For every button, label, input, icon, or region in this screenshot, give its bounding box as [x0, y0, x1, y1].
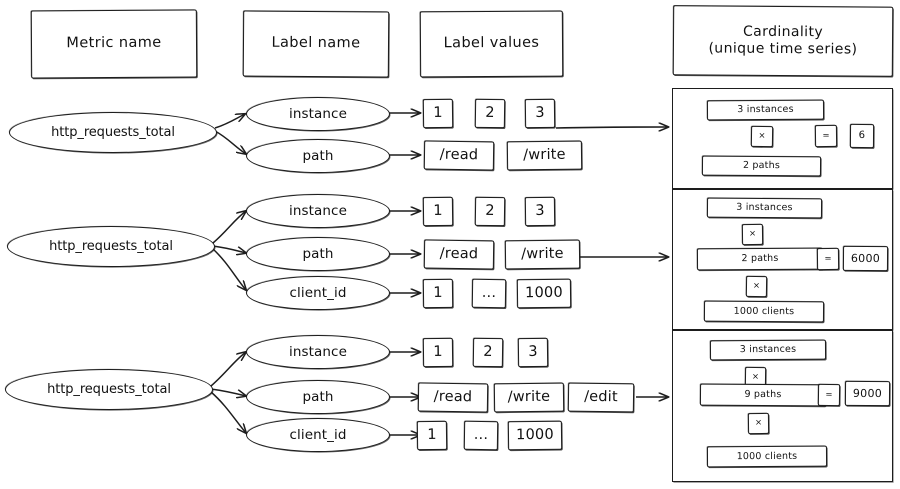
value-box-row-3-client-1000: 1000	[507, 420, 563, 451]
cardinality-factor-row-2-instances: 3 instances	[706, 197, 823, 219]
value-box-row-2-client-1: 1	[422, 278, 454, 309]
cardinality-factor-row-1-paths: 2 paths	[701, 155, 822, 177]
cardinality-multiply-row-2-2: ×	[745, 275, 768, 298]
cardinality-factor-row-3-paths: 9 paths	[699, 383, 827, 407]
value-box-row-1-path-read: /read	[423, 140, 495, 171]
label-ellipse-row-3-path: path	[246, 380, 390, 414]
cardinality-result-row-1: 6	[849, 123, 875, 149]
header-label-values: Label values	[419, 10, 564, 78]
label-ellipse-row-3-instance: instance	[246, 335, 390, 369]
metric-ellipse-row-3: http_requests_total	[5, 369, 213, 410]
label-ellipse-row-1-path: path	[246, 139, 390, 173]
cardinality-factor-row-2-clients: 1000 clients	[703, 300, 825, 323]
value-box-row-3-instance-2: 2	[472, 337, 504, 368]
value-box-row-1-instance-2: 2	[474, 98, 506, 129]
label-ellipse-row-2-path: path	[246, 237, 390, 271]
label-ellipse-row-2-client-id: client_id	[246, 276, 390, 310]
value-box-row-2-client-1000: 1000	[516, 278, 572, 309]
value-box-row-3-instance-1: 1	[422, 337, 454, 368]
cardinality-multiply-row-1-1: ×	[750, 125, 774, 148]
cardinality-factor-row-2-paths: 2 paths	[696, 247, 824, 271]
cardinality-result-row-3: 9000	[844, 380, 891, 407]
value-box-row-1-instance-3: 3	[524, 98, 556, 129]
value-box-row-2-instance-3: 3	[524, 196, 556, 227]
value-box-row-3-path-write: /write	[493, 382, 565, 413]
label-ellipse-row-2-instance: instance	[246, 194, 390, 228]
metric-ellipse-row-2: http_requests_total	[7, 226, 215, 267]
value-box-row-3-path-edit: /edit	[567, 382, 635, 413]
cardinality-equals-row-1: =	[814, 124, 838, 148]
value-box-row-2-client-ellipsis: ...	[471, 278, 507, 309]
cardinality-factor-row-3-instances: 3 instances	[709, 339, 827, 361]
cardinality-multiply-row-2-1: ×	[741, 223, 764, 246]
value-box-row-2-instance-2: 2	[474, 196, 506, 227]
cardinality-factor-row-3-clients: 1000 clients	[706, 445, 828, 468]
header-label-name: Label name	[242, 10, 390, 78]
value-box-row-1-instance-1: 1	[422, 98, 454, 129]
label-ellipse-row-3-client-id: client_id	[246, 418, 390, 452]
cardinality-result-row-2: 6000	[842, 245, 889, 272]
value-box-row-2-instance-1: 1	[422, 196, 454, 227]
cardinality-equals-row-2: =	[816, 247, 840, 271]
value-box-row-3-client-1: 1	[416, 420, 448, 451]
cardinality-factor-row-1-instances: 3 instances	[706, 99, 825, 121]
value-box-row-3-path-read: /read	[417, 382, 489, 413]
value-box-row-2-path-read: /read	[423, 239, 495, 270]
header-metric-name: Metric name	[30, 9, 198, 79]
value-box-row-1-path-write: /write	[506, 140, 583, 171]
cardinality-equals-row-3: =	[817, 383, 841, 407]
header-cardinality: Cardinality (unique time series)	[672, 5, 894, 77]
label-ellipse-row-1-instance: instance	[246, 97, 390, 131]
value-box-row-2-path-write: /write	[504, 239, 581, 270]
value-box-row-3-instance-3: 3	[517, 337, 549, 368]
value-box-row-3-client-ellipsis: ...	[463, 420, 499, 451]
metric-ellipse-row-1: http_requests_total	[9, 112, 217, 153]
cardinality-multiply-row-3-2: ×	[747, 412, 770, 435]
